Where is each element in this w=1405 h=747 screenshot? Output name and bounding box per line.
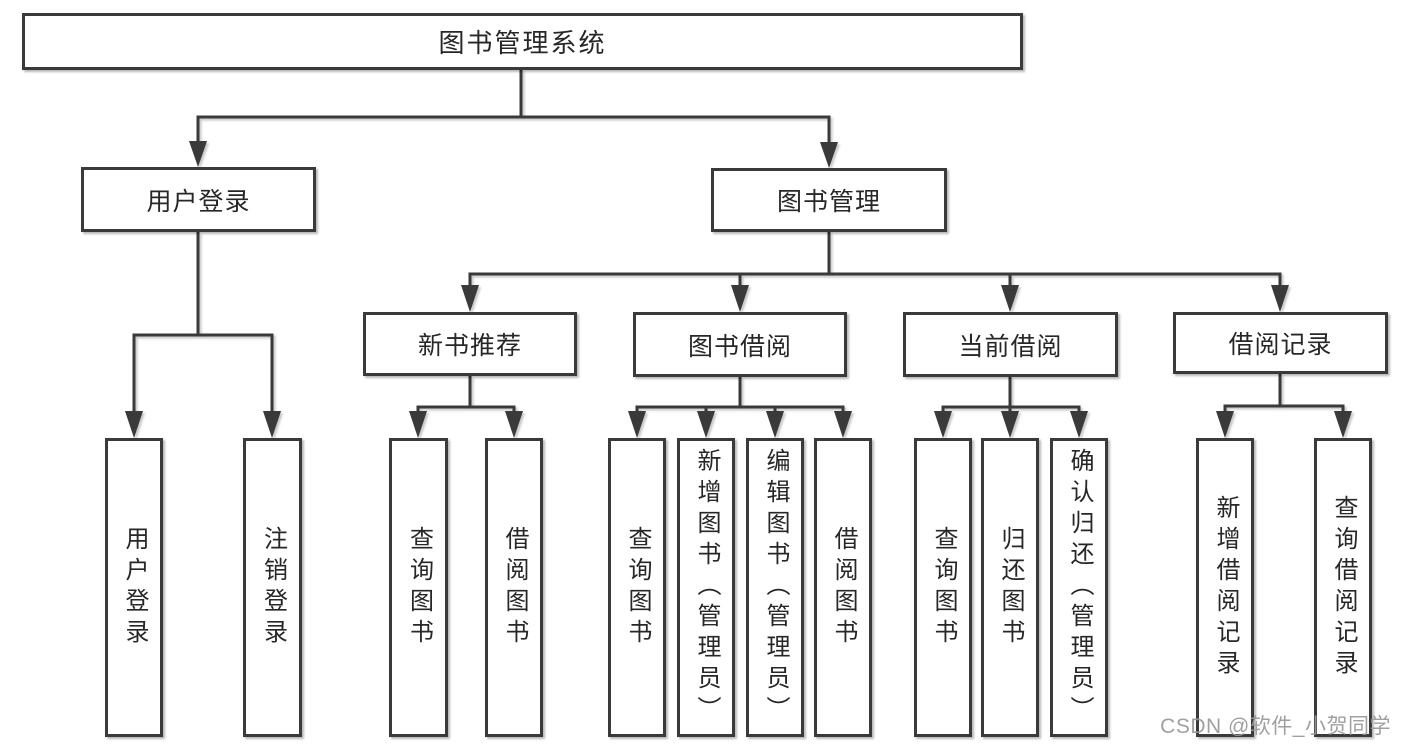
node-book-management: 图书管理 — [711, 168, 947, 232]
node-new-book-recommendation: 新书推荐 — [363, 312, 577, 376]
node-library-management-system: 图书管理系统 — [22, 13, 1023, 70]
arrowheads — [125, 141, 1352, 438]
leaf-logout-label: 注销登录 — [259, 525, 287, 650]
leaf-query-books-1-label: 查询图书 — [405, 525, 433, 650]
leaf-user-login: 用户登录 — [105, 438, 163, 737]
leaf-borrow-books-2: 借阅图书 — [814, 438, 872, 737]
csdn-watermark: CSDN @软件_小贺同学 — [1160, 715, 1391, 738]
node-current-borrowing: 当前借阅 — [903, 312, 1118, 377]
leaf-query-books-2: 查询图书 — [608, 438, 666, 737]
leaf-edit-book-admin-label: 编辑图书（管理员） — [762, 448, 789, 727]
leaf-return-books-label: 归还图书 — [997, 525, 1024, 650]
leaf-user-login-label: 用户登录 — [121, 525, 148, 650]
leaf-confirm-return-admin-label: 确认归还（管理员） — [1066, 448, 1093, 727]
node-book-borrowing: 图书借阅 — [633, 312, 847, 377]
leaf-logout: 注销登录 — [243, 438, 302, 737]
leaf-query-books-1: 查询图书 — [389, 438, 448, 737]
leaf-query-books-3: 查询图书 — [914, 438, 972, 737]
node-borrowing-records: 借阅记录 — [1173, 312, 1388, 374]
node-user-login: 用户登录 — [81, 167, 316, 232]
leaf-query-books-2-label: 查询图书 — [624, 525, 651, 650]
leaf-query-borrow-record: 查询借阅记录 — [1314, 438, 1372, 737]
leaf-add-borrow-record: 新增借阅记录 — [1196, 438, 1254, 737]
leaf-add-book-admin-label: 新增图书（管理员） — [693, 448, 720, 727]
leaf-return-books: 归还图书 — [981, 438, 1039, 737]
leaf-edit-book-admin: 编辑图书（管理员） — [746, 438, 804, 737]
leaf-query-books-3-label: 查询图书 — [930, 525, 957, 650]
leaf-borrow-books-1: 借阅图书 — [485, 438, 543, 737]
leaf-borrow-books-1-label: 借阅图书 — [501, 525, 528, 650]
leaf-query-borrow-record-label: 查询借阅记录 — [1330, 494, 1357, 681]
leaf-borrow-books-2-label: 借阅图书 — [830, 525, 857, 650]
leaf-add-borrow-record-label: 新增借阅记录 — [1212, 494, 1239, 681]
leaf-confirm-return-admin: 确认归还（管理员） — [1050, 438, 1108, 737]
leaf-add-book-admin: 新增图书（管理员） — [677, 438, 735, 737]
